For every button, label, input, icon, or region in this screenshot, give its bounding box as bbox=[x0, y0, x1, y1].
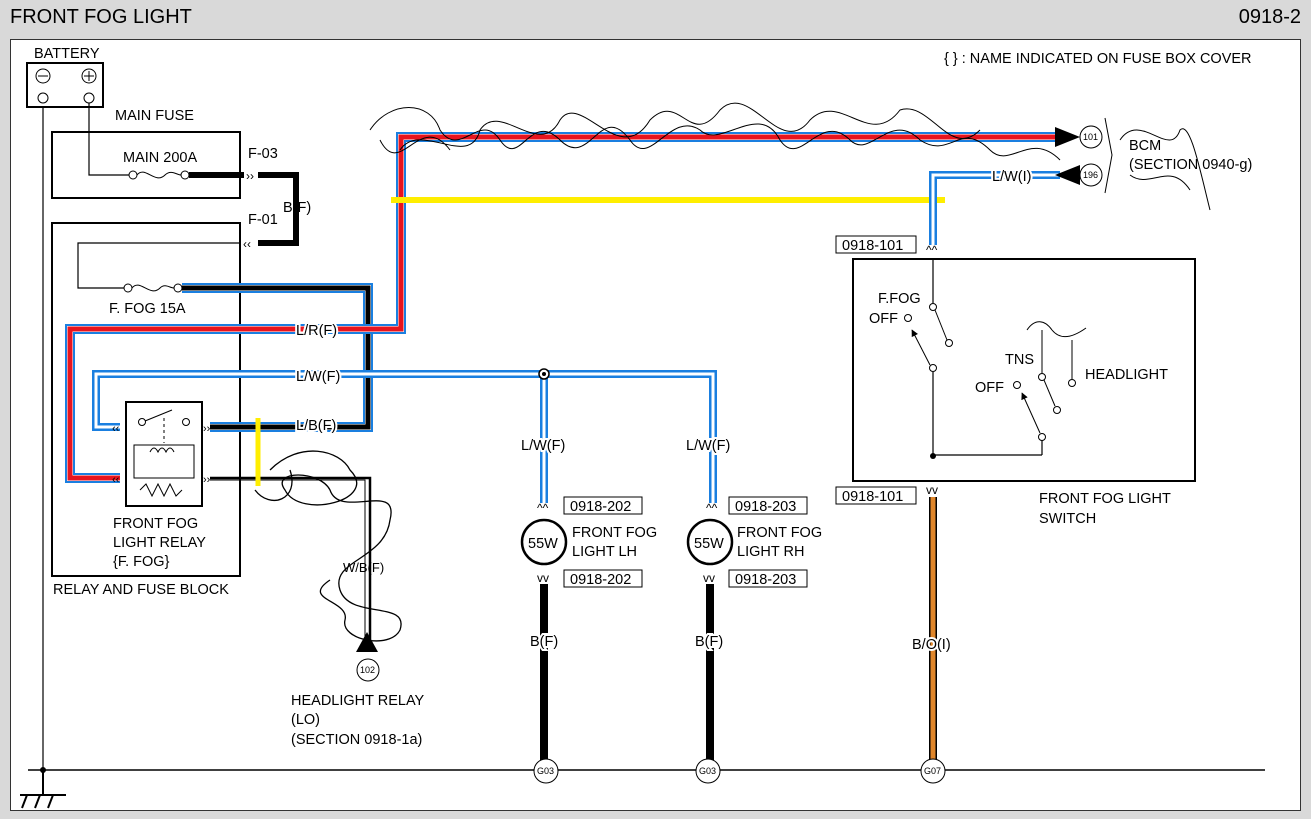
switch-off1-label: OFF bbox=[869, 311, 898, 327]
wire-label-bf-top: B(F) bbox=[283, 200, 311, 216]
connector-0918-203-bottom: 0918-203 bbox=[735, 572, 796, 588]
main-fuse-box bbox=[51, 131, 241, 199]
svg-text:G03: G03 bbox=[699, 766, 716, 776]
connector-f01: F-01 bbox=[248, 212, 278, 228]
connector-196 bbox=[1079, 163, 1103, 187]
switch-label-1: FRONT FOG LIGHT bbox=[1039, 491, 1171, 507]
relay-label-2: LIGHT RELAY bbox=[113, 535, 206, 551]
relay-label-3: {F. FOG} bbox=[113, 554, 170, 570]
ffog-fuse-icon bbox=[123, 283, 183, 293]
connector-0918-202-top: 0918-202 bbox=[570, 499, 631, 515]
svg-text:102: 102 bbox=[360, 665, 375, 675]
battery-plus-icon bbox=[81, 68, 97, 84]
wire-label-lw-lh: L/W(F) bbox=[521, 438, 565, 454]
svg-text:^^: ^^ bbox=[537, 501, 549, 515]
svg-text:vv: vv bbox=[926, 483, 938, 497]
fog-light-lh-label-2: LIGHT LH bbox=[572, 544, 637, 560]
ffog15a-label: F. FOG 15A bbox=[109, 301, 186, 317]
svg-text:‹‹: ‹‹ bbox=[112, 423, 120, 435]
svg-text:G03: G03 bbox=[537, 766, 554, 776]
connector-101 bbox=[1079, 125, 1103, 149]
wire-label-lb: L/B(F) bbox=[296, 418, 336, 434]
wire-label-lw-rh: L/W(F) bbox=[686, 438, 730, 454]
svg-text:››: ›› bbox=[203, 423, 211, 435]
connector-0918-203-top: 0918-203 bbox=[735, 499, 796, 515]
bulb-rh-watt: 55W bbox=[694, 536, 724, 552]
main-200a-label: MAIN 200A bbox=[123, 150, 197, 166]
fog-light-rh-bulb bbox=[686, 518, 734, 566]
fog-light-lh-label-1: FRONT FOG bbox=[572, 525, 657, 541]
bcm-label: BCM bbox=[1129, 138, 1161, 154]
page-code: 0918-2 bbox=[1238, 6, 1301, 28]
switch-label-2: SWITCH bbox=[1039, 511, 1096, 527]
pen-scribble-bcm bbox=[369, 102, 1211, 211]
switch-ffog-label: F.FOG bbox=[878, 291, 921, 307]
bcm-section-label: (SECTION 0940-g) bbox=[1129, 157, 1252, 173]
switch-headlight-label: HEADLIGHT bbox=[1085, 367, 1168, 383]
relay-and-fuse-block bbox=[51, 222, 241, 577]
main-fuse-label: MAIN FUSE bbox=[115, 108, 194, 124]
wire-label-lwi: L/W(I) bbox=[992, 169, 1031, 185]
svg-text:101: 101 bbox=[1083, 132, 1098, 142]
chassis-ground-icon bbox=[20, 770, 66, 809]
headlight-relay-label-2: (LO) bbox=[291, 712, 320, 728]
svg-text:vv: vv bbox=[703, 571, 715, 585]
battery-minus-icon bbox=[35, 68, 51, 84]
wire-label-lw: L/W(F) bbox=[296, 369, 340, 385]
switch-off2-label: OFF bbox=[975, 380, 1004, 396]
svg-text:››: ›› bbox=[203, 474, 211, 486]
svg-text:^^: ^^ bbox=[926, 243, 938, 257]
connector-0918-202-bottom: 0918-202 bbox=[570, 572, 631, 588]
fog-light-rh-label-1: FRONT FOG bbox=[737, 525, 822, 541]
headlight-relay-label-3: (SECTION 0918-1a) bbox=[291, 732, 422, 748]
front-fog-light-relay: ‹‹ ›› ‹‹ ›› bbox=[112, 401, 211, 507]
wire-label-wb: W/B(F) bbox=[343, 560, 384, 575]
relay-and-fuse-block-label: RELAY AND FUSE BLOCK bbox=[53, 582, 229, 598]
fog-light-lh-bulb bbox=[520, 518, 568, 566]
fuse-note: { } : NAME INDICATED ON FUSE BOX COVER bbox=[944, 51, 1252, 67]
battery-label: BATTERY bbox=[34, 46, 100, 62]
main-fuse-icon bbox=[128, 170, 190, 180]
fog-light-rh-label-2: LIGHT RH bbox=[737, 544, 804, 560]
connector-f03: F-03 bbox=[248, 146, 278, 162]
switch-tns-label: TNS bbox=[1005, 352, 1034, 368]
svg-text:vv: vv bbox=[537, 571, 549, 585]
svg-text:››: ›› bbox=[246, 169, 254, 183]
connector-0918-101-bottom: 0918-101 bbox=[842, 489, 903, 505]
svg-text:196: 196 bbox=[1083, 170, 1098, 180]
svg-text:‹‹: ‹‹ bbox=[112, 474, 120, 486]
ground-g07 bbox=[920, 758, 946, 784]
relay-label-1: FRONT FOG bbox=[113, 516, 198, 532]
svg-text:G07: G07 bbox=[924, 766, 941, 776]
bulb-lh-watt: 55W bbox=[528, 536, 558, 552]
svg-text:^^: ^^ bbox=[706, 501, 718, 515]
wire-label-b-rh: B(F) bbox=[695, 634, 723, 650]
svg-text:‹‹: ‹‹ bbox=[243, 237, 251, 251]
ground-g03-rh bbox=[695, 758, 721, 784]
pen-scribble-relay bbox=[254, 450, 402, 642]
connector-102 bbox=[356, 658, 380, 682]
wire-label-b-lh: B(F) bbox=[530, 634, 558, 650]
headlight-relay-label-1: HEADLIGHT RELAY bbox=[291, 693, 425, 709]
ground-g03-lh bbox=[533, 758, 559, 784]
wire-label-lr: L/R(F) bbox=[296, 323, 337, 339]
front-fog-light-switch bbox=[852, 258, 1196, 482]
connector-0918-101-top: 0918-101 bbox=[842, 238, 903, 254]
page-title: FRONT FOG LIGHT bbox=[10, 6, 192, 28]
wire-label-bo: B/O(I) bbox=[912, 637, 951, 653]
